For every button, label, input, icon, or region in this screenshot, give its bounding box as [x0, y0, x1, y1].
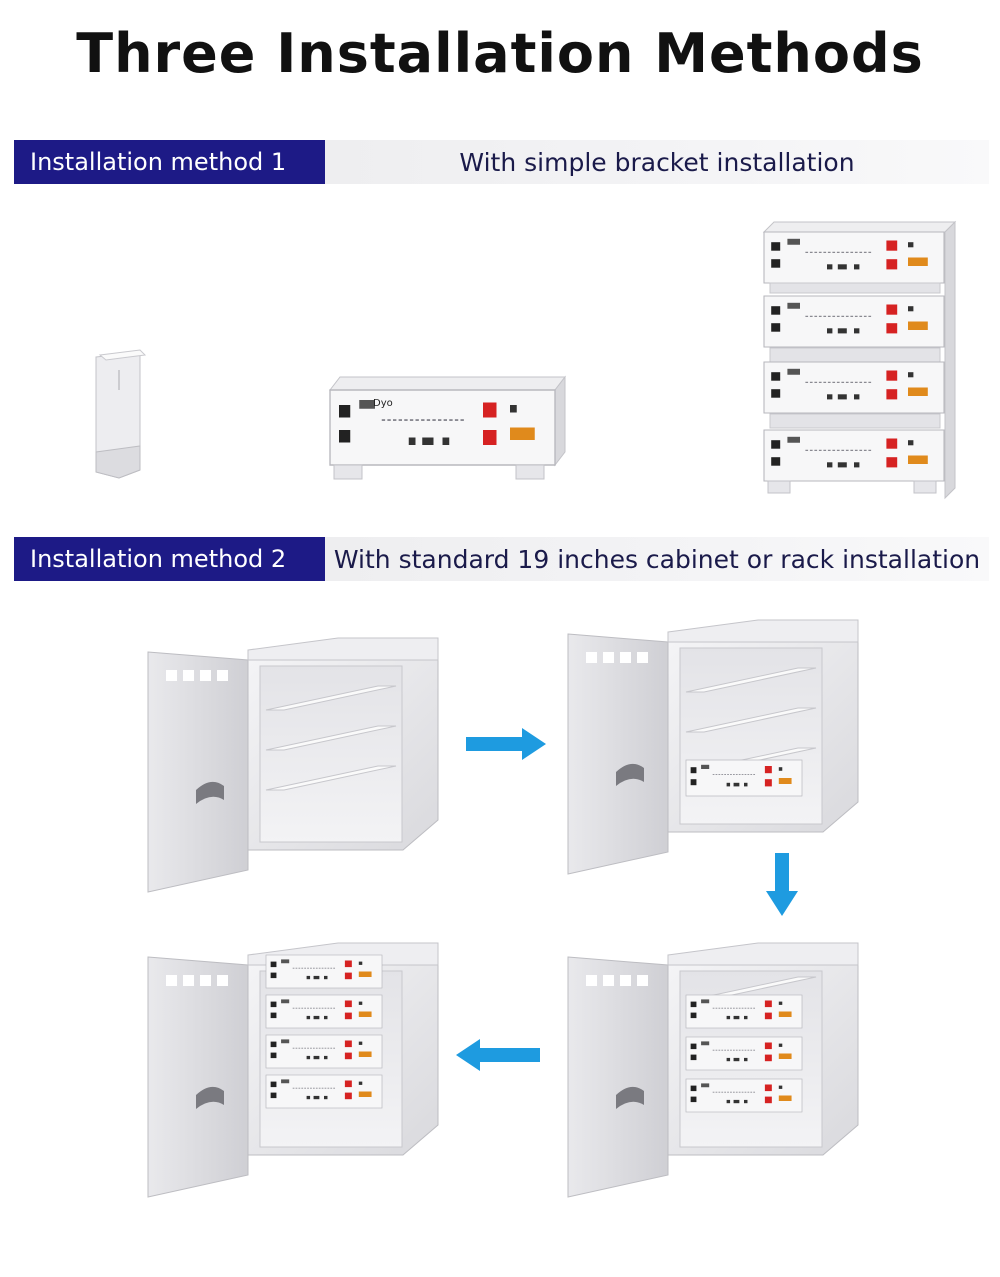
section-tag-method-2: Installation method 2 — [14, 537, 325, 581]
section-header-method-1: Installation method 1 With simple bracke… — [14, 140, 989, 184]
cabinet-icon — [567, 942, 859, 1198]
brand-label: Dyo — [373, 398, 393, 409]
section-description-method-2: With standard 19 inches cabinet or rack … — [325, 537, 989, 581]
battery-stack-icon — [762, 220, 957, 500]
cabinet-icon — [147, 637, 439, 893]
page-title: Three Installation Methods — [76, 22, 924, 85]
cabinet-icon — [567, 619, 859, 875]
cabinet-icon — [147, 942, 439, 1198]
section-header-method-2: Installation method 2 With standard 19 i… — [14, 537, 989, 581]
arrow-left-icon — [456, 1039, 540, 1071]
arrow-right-icon — [466, 728, 546, 760]
arrow-down-icon — [766, 853, 798, 916]
section-tag-method-1: Installation method 1 — [14, 140, 325, 184]
battery-module-icon: Dyo — [328, 375, 567, 480]
section-description-method-1: With simple bracket installation — [325, 140, 989, 184]
bracket-icon — [95, 349, 147, 479]
